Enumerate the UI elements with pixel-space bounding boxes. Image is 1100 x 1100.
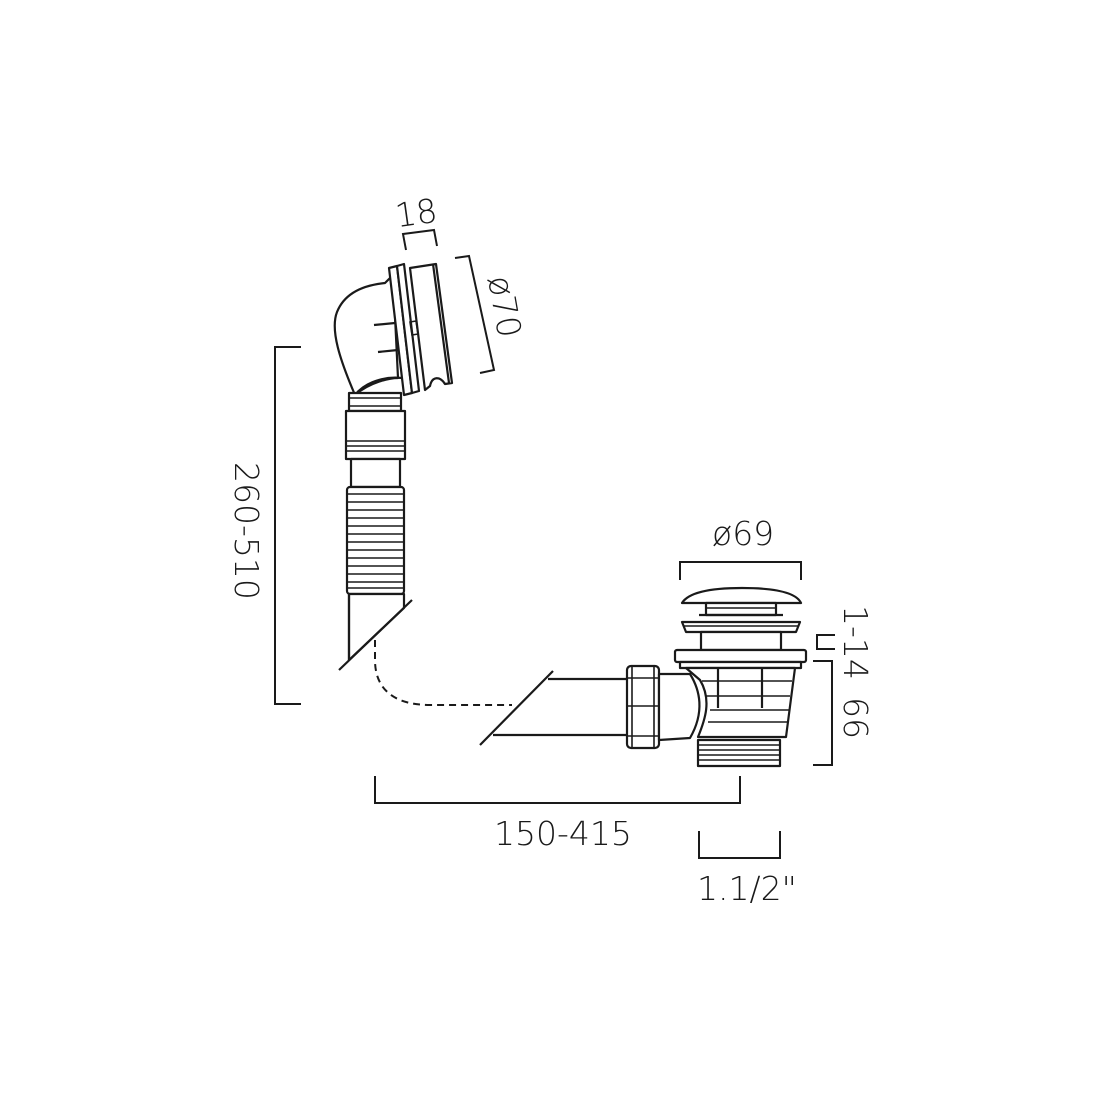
label-horizontal-extension: 150-415 bbox=[494, 814, 632, 853]
label-vertical-extension: 260-510 bbox=[227, 462, 266, 600]
label-thread-size: 1.1/2" bbox=[697, 869, 797, 908]
dimension-overflow-diameter: ø70 bbox=[454, 254, 529, 374]
label-waste-body-height: 66 bbox=[836, 697, 875, 739]
dimension-overflow-depth: 18 bbox=[393, 191, 440, 251]
dimension-thread-size: 1.1/2" bbox=[697, 831, 797, 908]
label-overflow-depth: 18 bbox=[393, 191, 440, 235]
hidden-connection-line bbox=[374, 640, 512, 706]
waste-assembly bbox=[673, 586, 808, 768]
dimension-horizontal-extension: 150-415 bbox=[374, 776, 741, 853]
label-plug-gap: 1-14 bbox=[836, 605, 875, 680]
overflow-assembly bbox=[333, 262, 454, 397]
label-plug-diameter: ø69 bbox=[712, 514, 774, 553]
label-overflow-diameter: ø70 bbox=[480, 273, 529, 341]
dimension-plug-gap: 1-14 bbox=[816, 605, 875, 680]
horizontal-pipe bbox=[479, 664, 701, 750]
dimension-plug-diameter: ø69 bbox=[679, 514, 802, 580]
dimension-vertical-extension: 260-510 bbox=[227, 346, 301, 705]
corrugated-section bbox=[345, 485, 406, 596]
flexible-pipe-vertical bbox=[338, 391, 413, 671]
dimension-waste-body-height: 66 bbox=[813, 660, 875, 766]
